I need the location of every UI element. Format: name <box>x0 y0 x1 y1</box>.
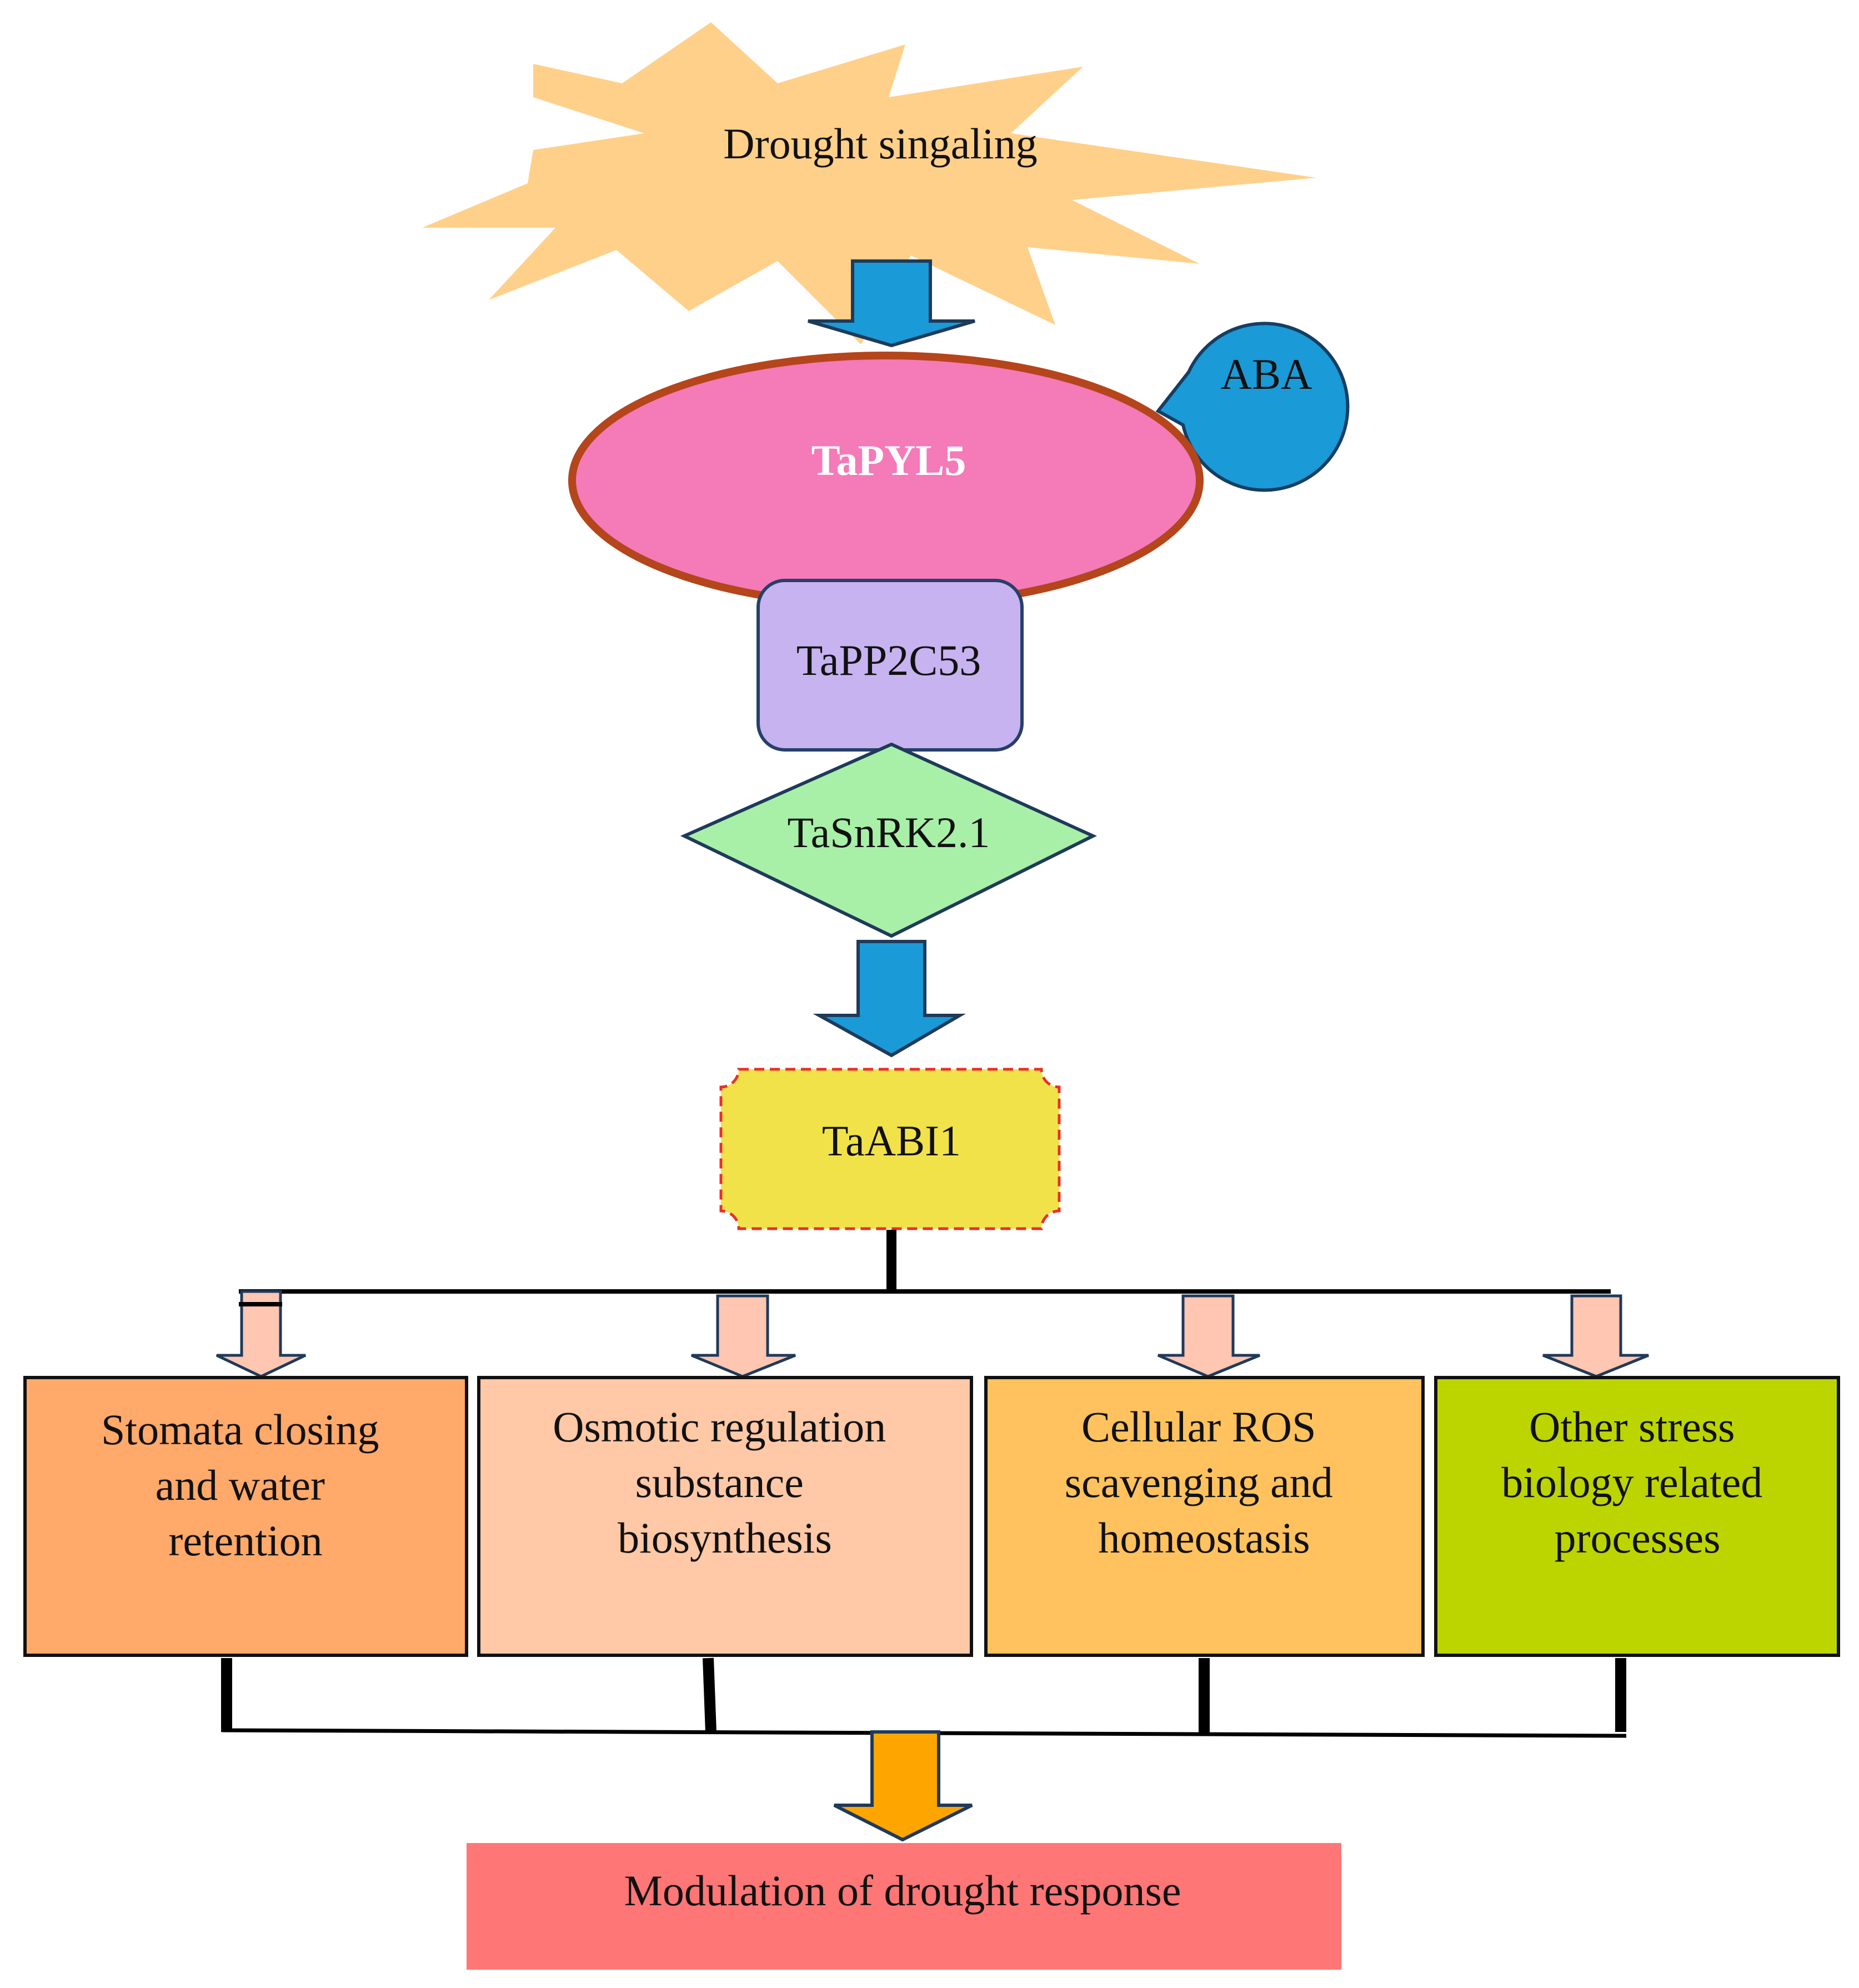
outcome-box <box>467 1843 1341 1970</box>
branch-arrows <box>216 1290 1649 1378</box>
process-box-4 <box>1434 1376 1840 1657</box>
process-label-4: Other stress biology related processes <box>1501 1403 1773 1562</box>
drought-starburst <box>422 22 1316 344</box>
process-label-1: Stomata closing and water retention <box>101 1405 390 1565</box>
outcome-label: Modulation of drought response <box>624 1866 1181 1915</box>
branch-arrow-3 <box>1158 1294 1260 1378</box>
process-label-3: Cellular ROS scavenging and homeostasis <box>1065 1403 1344 1562</box>
taabi1-node <box>719 1068 1061 1230</box>
arrow-drought-to-tapyl5 <box>808 259 975 348</box>
arrow-tasnrk-to-taabi1 <box>813 940 966 1058</box>
branch-arrow-2 <box>691 1294 796 1378</box>
process-box-3 <box>984 1376 1425 1657</box>
drought-label: Drought singaling <box>723 119 1037 168</box>
merge-drop-2 <box>703 1657 716 1732</box>
tasnrk-label: TaSnRK2.1 <box>787 808 990 857</box>
process-boxes <box>23 1376 1840 1657</box>
arrow-to-outcome <box>833 1730 973 1842</box>
aba-label: ABA <box>1221 350 1312 398</box>
merge-connectors <box>221 1657 1627 1738</box>
branch-arrow-4 <box>1542 1294 1649 1378</box>
tasnrk-node <box>680 742 1097 938</box>
taabi1-label: TaABI1 <box>822 1116 961 1165</box>
process-box-2 <box>477 1376 973 1657</box>
aba-bubble <box>1155 322 1350 492</box>
process-box-1 <box>23 1376 468 1657</box>
tapp2c53-label: TaPP2C53 <box>796 636 981 684</box>
tapyl5-label: TaPYL5 <box>811 436 966 484</box>
process-label-2: Osmotic regulation substance biosynthesi… <box>553 1403 897 1562</box>
